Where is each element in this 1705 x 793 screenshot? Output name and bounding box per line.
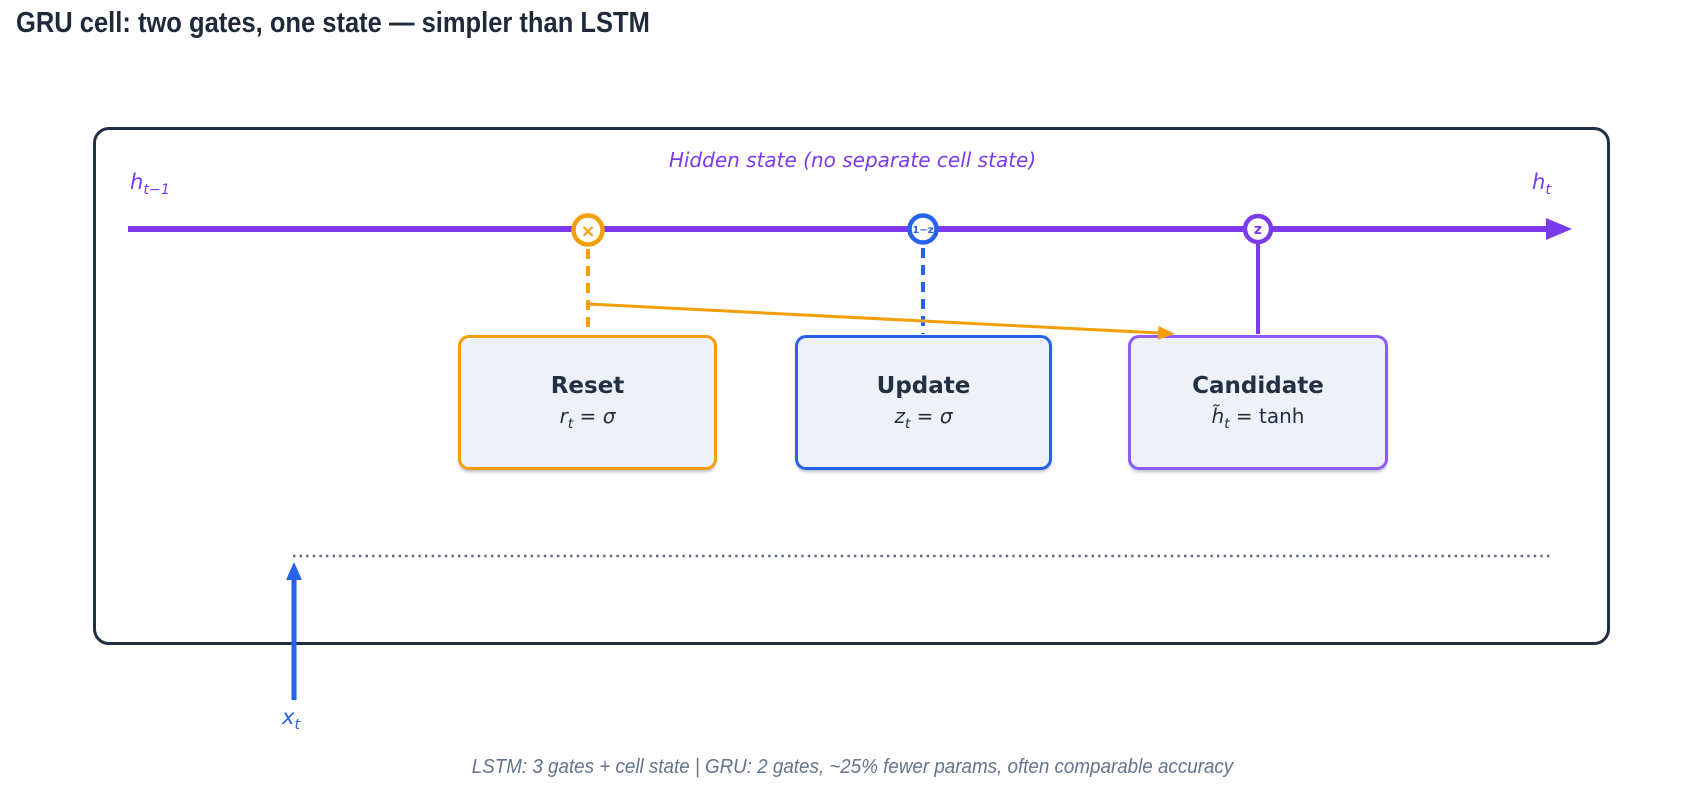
- reset-gate-title: Reset: [550, 373, 625, 400]
- update-gate-box: Update zt = σ: [795, 335, 1052, 470]
- footer-comparison-caption: LSTM: 3 gates + cell state | GRU: 2 gate…: [471, 756, 1234, 778]
- update-gate-title: Update: [876, 373, 971, 400]
- reset-gate-equation: rt = σ: [559, 403, 616, 432]
- update-gate-equation: zt = σ: [894, 403, 953, 432]
- next-hidden-state-label: ht: [1532, 170, 1551, 199]
- candidate-gate-box: Candidate h̃t = tanh: [1128, 335, 1388, 470]
- candidate-gate-equation: h̃t = tanh: [1211, 403, 1305, 432]
- reset-gate-box: Reset rt = σ: [458, 335, 717, 470]
- page-title: GRU cell: two gates, one state — simpler…: [16, 7, 650, 39]
- prev-hidden-state-label: ht−1: [130, 170, 170, 199]
- hidden-state-caption: Hidden state (no separate cell state): [668, 148, 1037, 172]
- input-label: xt: [282, 705, 301, 734]
- candidate-gate-title: Candidate: [1192, 373, 1324, 400]
